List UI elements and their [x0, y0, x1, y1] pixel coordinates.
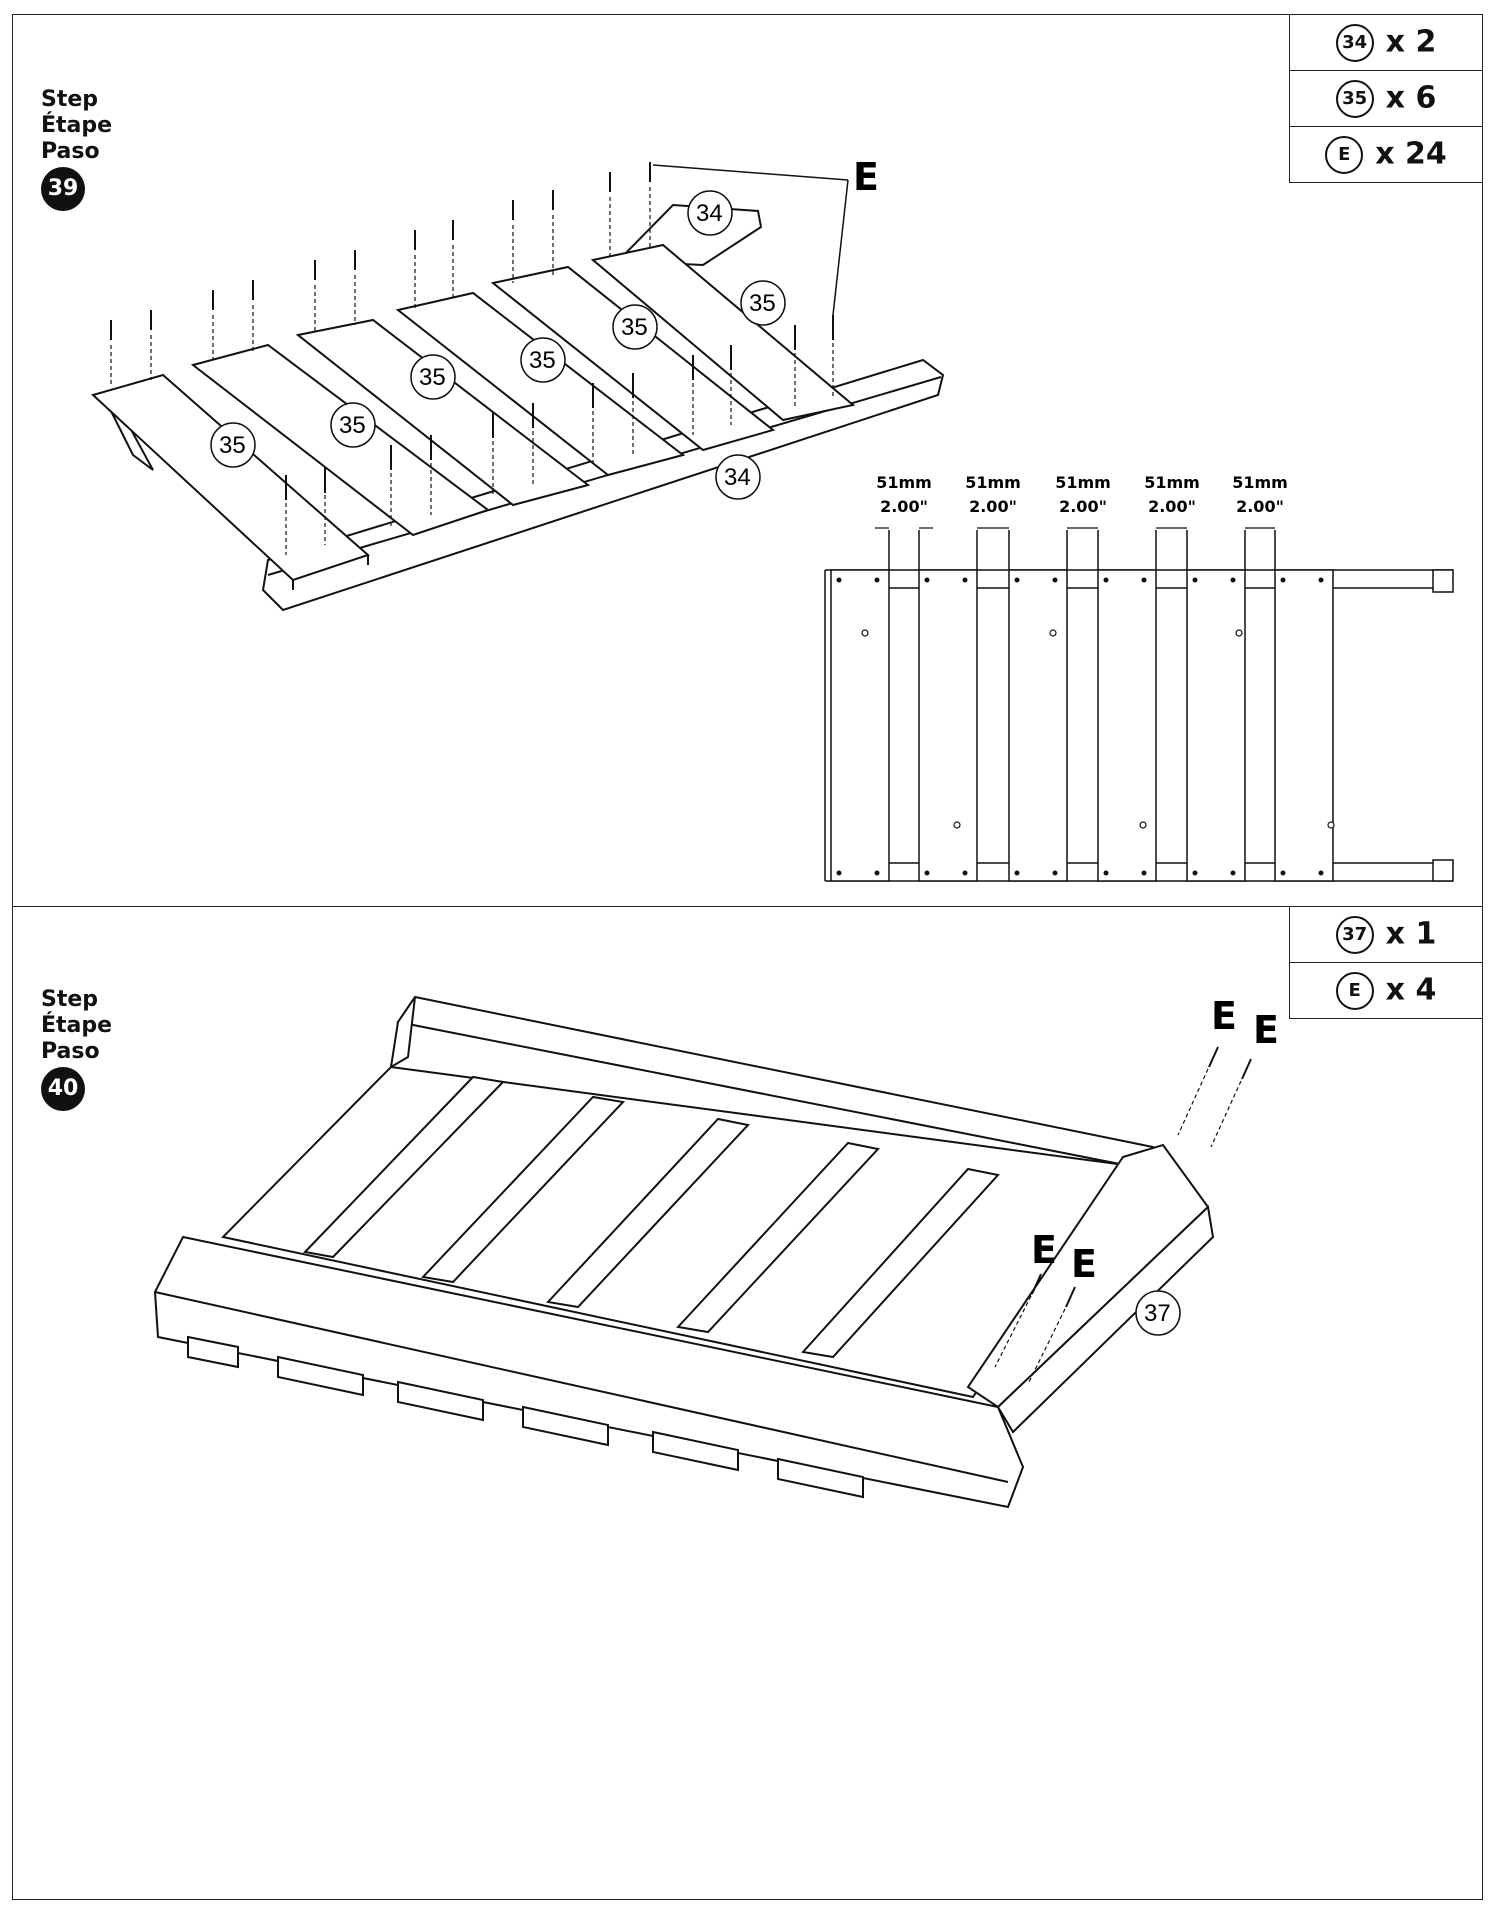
step-word-en: Step: [41, 87, 99, 112]
step-word-en: Step: [41, 987, 99, 1012]
callout-34-back: 34: [696, 200, 723, 227]
dimension-labels: 51mm 2.00" 51mm 2.00" 51mm 2.00" 51mm 2.…: [876, 473, 1288, 516]
callout-34-front: 34: [724, 464, 751, 491]
part-qty: x 6: [1385, 80, 1437, 115]
fastener-label-e: E: [1071, 1242, 1097, 1286]
step-number-badge: 39: [41, 167, 85, 211]
screw-icon: [1177, 1046, 1219, 1136]
dim-in: 2.00": [1236, 497, 1284, 516]
callout-35: 35: [419, 364, 446, 391]
spacing-diagram-pilot-holes: [861, 629, 1335, 829]
step-40-label: Step Étape Paso 40: [41, 987, 112, 1111]
step-word-es: Paso: [41, 139, 100, 164]
seat-underside-drawing: [153, 995, 1215, 1509]
callout-35: 35: [339, 412, 366, 439]
spacing-diagram: [824, 530, 1454, 882]
fastener-leader: [652, 164, 849, 316]
callout-35: 35: [219, 432, 246, 459]
part-id-circle: 34: [1335, 23, 1374, 62]
dim-in: 2.00": [969, 497, 1017, 516]
parts-row: 34 x 2: [1289, 14, 1483, 71]
fastener-label-e: E: [1031, 1228, 1057, 1272]
dim-in: 2.00": [1059, 497, 1107, 516]
dim-mm: 51mm: [1232, 473, 1288, 492]
step-number-badge: 40: [41, 1067, 85, 1111]
part-qty: x 4: [1385, 972, 1437, 1007]
part-id-circle: E: [1335, 971, 1374, 1010]
part-callout-circles: [210, 190, 786, 500]
part-id-circle: 37: [1335, 915, 1374, 954]
spacing-diagram-holes: [836, 577, 1324, 876]
part-callout-circle: [1135, 1290, 1181, 1336]
callout-35: 35: [749, 290, 776, 317]
screw-icon: [1028, 1286, 1076, 1383]
callout-37: 37: [1144, 1300, 1171, 1327]
screw-icon: [1210, 1058, 1252, 1148]
parts-row: 37 x 1: [1289, 906, 1483, 963]
step-word-es: Paso: [41, 1039, 100, 1064]
fastener-label-e: E: [1253, 1008, 1279, 1052]
screw-group: [994, 1046, 1252, 1383]
step-word-fr: Étape: [41, 113, 113, 138]
dim-mm: 51mm: [1055, 473, 1111, 492]
part-qty: x 1: [1385, 916, 1437, 951]
part-qty: x 24: [1375, 136, 1447, 171]
dim-in: 2.00": [1148, 497, 1196, 516]
dim-mm: 51mm: [1144, 473, 1200, 492]
step-39-illustration: E 34 35 35 35 35 35 35 34: [91, 155, 1454, 882]
step-word-fr: Étape: [41, 1013, 113, 1038]
part-qty: x 2: [1385, 24, 1437, 59]
callout-35: 35: [529, 347, 556, 374]
part-id-circle: E: [1325, 135, 1364, 174]
fastener-label-e: E: [853, 155, 879, 199]
part-id-circle: 35: [1335, 79, 1374, 118]
fastener-label-e: E: [1211, 994, 1237, 1038]
step-39-label: Step Étape Paso 39: [41, 87, 112, 211]
screw-icon: [994, 1273, 1042, 1368]
dim-in: 2.00": [880, 497, 928, 516]
seat-assembly-drawing: [91, 203, 945, 612]
dim-mm: 51mm: [876, 473, 932, 492]
screw-group: [110, 162, 834, 555]
callout-35: 35: [621, 314, 648, 341]
dim-mm: 51mm: [965, 473, 1021, 492]
step-40-illustration: E E E E 37: [153, 994, 1279, 1509]
parts-row: 35 x 6: [1289, 70, 1483, 127]
